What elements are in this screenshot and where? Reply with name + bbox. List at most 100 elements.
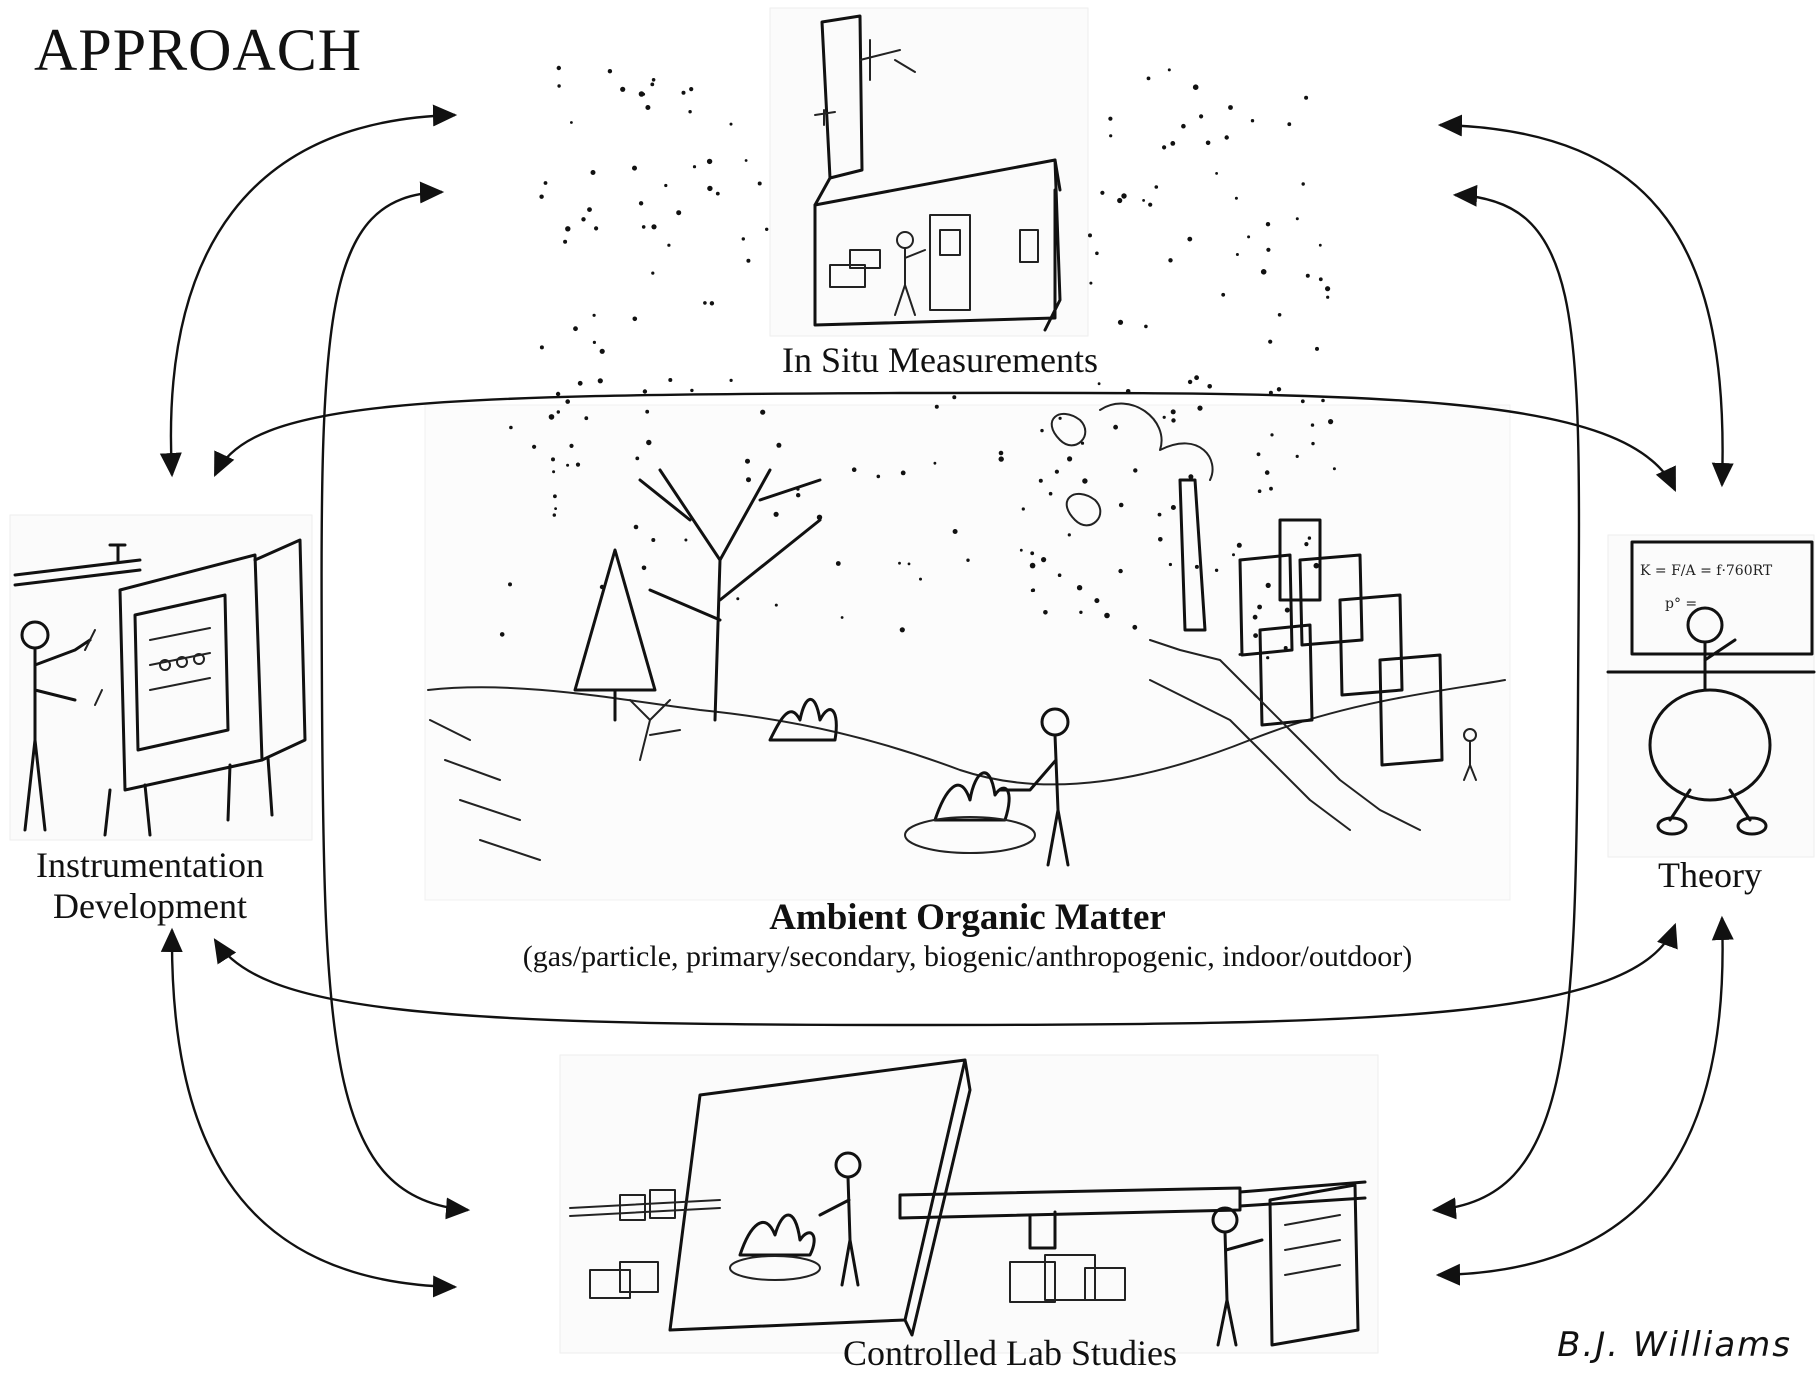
arrow-instrumentation-insitu-outer (159, 104, 458, 478)
particle-dot (632, 316, 638, 322)
particle-dot (1021, 507, 1025, 511)
particle-dot (645, 409, 650, 414)
particle-dot (1268, 339, 1273, 344)
particle-dot (1238, 653, 1242, 656)
particle-dot (1304, 542, 1309, 547)
particle-dot (966, 558, 970, 562)
particle-dot (1146, 76, 1151, 81)
particle-dot (1268, 390, 1273, 395)
particle-dot (1300, 399, 1305, 404)
particle-dot (1157, 512, 1162, 517)
particle-dot (1030, 551, 1035, 556)
particle-dot (1207, 384, 1212, 389)
instrumentation-illustration (9, 514, 313, 841)
particle-dot (676, 210, 682, 216)
particle-dot (1276, 387, 1282, 392)
particle-dot (592, 340, 597, 344)
particle-dot (633, 524, 639, 530)
particle-dot (1265, 582, 1271, 589)
particle-dot (851, 467, 857, 473)
particle-dot (745, 458, 750, 464)
particle-dot (1247, 235, 1251, 239)
particle-dot (1089, 281, 1093, 285)
particle-dot (1236, 542, 1242, 548)
particle-dot (1029, 562, 1036, 569)
particle-dot (1307, 536, 1312, 540)
particle-dot (1041, 557, 1047, 563)
particle-dot (575, 462, 581, 467)
particle-dot (933, 461, 937, 465)
particle-dot (1199, 114, 1204, 119)
particle-dot (765, 227, 769, 231)
particle-dot (998, 456, 1004, 462)
particle-dot (1197, 405, 1203, 411)
particle-dot (1214, 568, 1219, 572)
particle-dot (1117, 197, 1123, 204)
label-in-situ: In Situ Measurements (782, 340, 1098, 380)
particle-dot (1257, 489, 1262, 494)
particle-dot (539, 345, 544, 350)
particle-dot (668, 378, 673, 382)
particle-dot (1142, 199, 1145, 202)
particle-dot (1054, 469, 1059, 474)
particle-dot (692, 165, 697, 169)
particle-dot (816, 514, 823, 520)
label-instrumentation-development: Instrumentation Development (0, 845, 300, 928)
particle-dot (1325, 286, 1331, 292)
particle-dot (570, 121, 573, 124)
particle-dot (1121, 193, 1127, 199)
particle-dot (1067, 456, 1073, 462)
particle-dot (934, 404, 939, 409)
particle-dot (1108, 116, 1113, 121)
particle-dot (1088, 233, 1092, 238)
label-instrumentation-line1: Instrumentation (36, 845, 264, 885)
particle-dot (552, 470, 556, 474)
particle-dot (1113, 424, 1118, 430)
particle-dot (1067, 533, 1071, 537)
particle-dot (1162, 415, 1166, 419)
particle-dot (651, 78, 656, 82)
particle-dot (1048, 491, 1053, 496)
particle-dot (1295, 454, 1299, 458)
particle-dot (952, 395, 957, 400)
particle-dot (1132, 624, 1138, 630)
arrow-instrumentation-lab (160, 927, 458, 1298)
particle-dot (998, 450, 1004, 456)
particle-dot (565, 226, 571, 232)
particle-dot (1221, 292, 1226, 297)
particle-dot (1311, 441, 1315, 446)
svg-text:K = F/A = f·760RT: K = F/A = f·760RT (1640, 563, 1773, 579)
particle-dot (1057, 573, 1062, 577)
particle-dot (899, 627, 905, 633)
particle-dot (532, 444, 537, 449)
particle-dot (729, 378, 733, 382)
particle-dot (664, 183, 668, 188)
particle-dot (635, 456, 640, 461)
particle-dot (757, 181, 762, 186)
particle-dot (552, 513, 556, 517)
particle-dot (1095, 251, 1099, 256)
particle-dot (689, 87, 694, 92)
particle-dot (1117, 319, 1124, 325)
particle-dot (555, 391, 561, 397)
particle-dot (1187, 379, 1193, 385)
particle-dot (744, 159, 748, 162)
particle-dot (707, 185, 713, 192)
particle-dot (641, 565, 647, 571)
particle-dot (632, 165, 637, 171)
particle-dot (1266, 656, 1270, 660)
particle-dot (587, 207, 592, 213)
particle-dot (741, 237, 745, 241)
particle-dot (638, 91, 645, 97)
particle-dot (594, 226, 599, 231)
particle-dot (900, 470, 906, 476)
signature: B.J. Williams (1557, 1325, 1792, 1365)
particle-dot (1304, 95, 1309, 100)
particle-dot (907, 562, 911, 566)
particle-dot (1265, 222, 1271, 227)
particle-dot (638, 201, 644, 206)
particle-dot (499, 632, 505, 637)
particle-dot (1194, 375, 1199, 381)
particle-dot (645, 105, 651, 110)
particle-dot (553, 494, 557, 499)
